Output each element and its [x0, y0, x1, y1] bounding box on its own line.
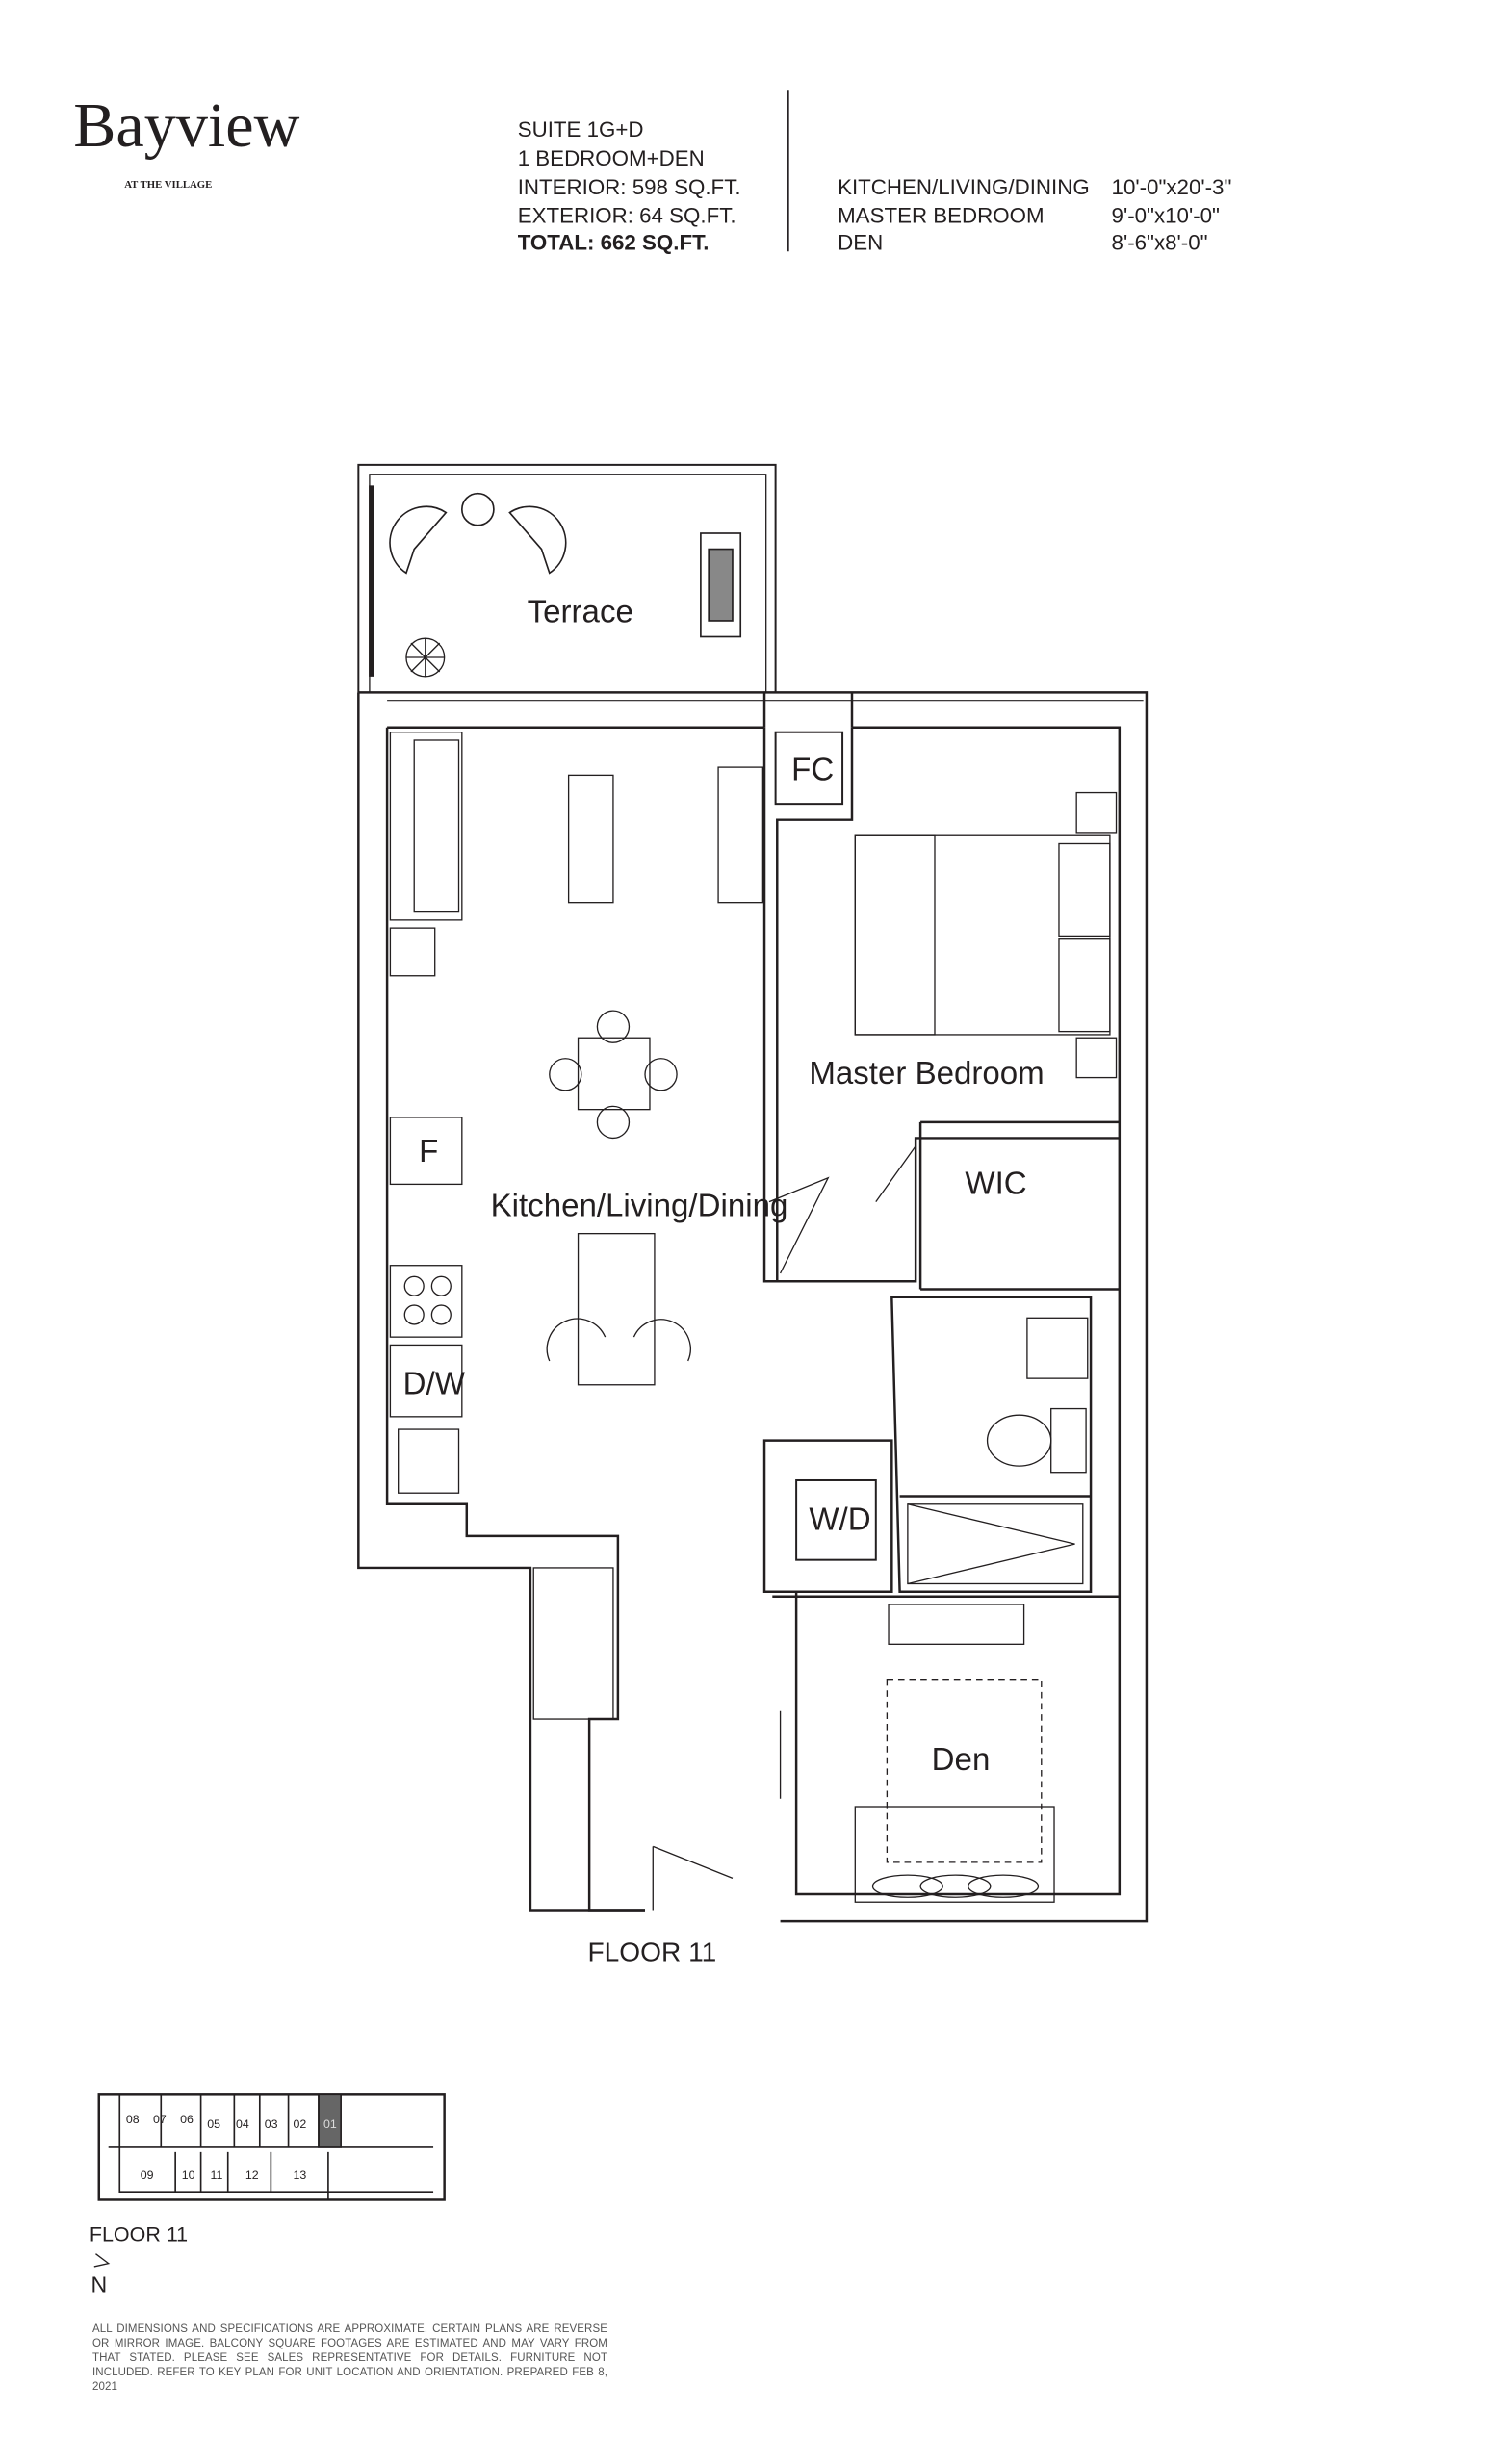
label-dishwasher: D/W: [403, 1367, 466, 1402]
suite-total: TOTAL: 662 SQ.FT.: [518, 231, 710, 255]
header: Bayview AT THE VILLAGE SUITE 1G+D 1 BEDR…: [73, 90, 1231, 254]
unit-floor-plan: Terrace FC Master Bedroom WIC F Kitchen/…: [357, 463, 1149, 1966]
key-unit: 07: [153, 2113, 167, 2126]
room-name: KITCHEN/LIVING/DINING: [838, 175, 1090, 199]
terrace: [357, 463, 777, 693]
suite-type: 1 BEDROOM+DEN: [518, 146, 705, 170]
north-label: N: [91, 2272, 108, 2297]
label-washer-dryer: W/D: [809, 1502, 870, 1537]
room-size: 8'-6"x8'-0": [1112, 231, 1208, 255]
key-unit: 08: [126, 2113, 140, 2126]
suite-exterior: EXTERIOR: 64 SQ.FT.: [518, 204, 736, 228]
label-master-bedroom: Master Bedroom: [809, 1056, 1044, 1091]
key-unit: 12: [245, 2169, 259, 2182]
north-arrow-icon: [93, 2253, 111, 2268]
label-kitchen-living-dining: Kitchen/Living/Dining: [491, 1188, 788, 1223]
label-fridge: F: [419, 1134, 438, 1169]
key-unit: 02: [294, 2118, 307, 2131]
label-floor: FLOOR 11: [587, 1937, 716, 1966]
key-unit: 05: [207, 2118, 220, 2131]
room-name: DEN: [838, 231, 883, 255]
disclaimer: ALL DIMENSIONS AND SPECIFICATIONS ARE AP…: [92, 2323, 607, 2393]
key-unit: 03: [265, 2118, 278, 2131]
suite-name: SUITE 1G+D: [518, 117, 644, 141]
brand-tagline: AT THE VILLAGE: [124, 179, 212, 191]
key-unit: 09: [141, 2169, 154, 2182]
fixtures: [389, 731, 1118, 1911]
walls: [357, 691, 1149, 1923]
label-den: Den: [932, 1742, 991, 1778]
room-size: 10'-0"x20'-3": [1112, 175, 1232, 199]
brand-logo: Bayview: [73, 90, 299, 161]
key-plan-floor: FLOOR 11: [90, 2222, 188, 2246]
key-plan: 08 07 06 05 04 03 02 01 09 10 11 12 13 F…: [90, 2093, 446, 2297]
room-size: 9'-0"x10'-0": [1112, 204, 1220, 228]
key-unit-highlighted: 01: [323, 2118, 337, 2131]
key-unit: 06: [180, 2113, 194, 2126]
label-fc: FC: [791, 752, 834, 787]
label-wic: WIC: [965, 1166, 1026, 1201]
key-unit: 11: [211, 2169, 223, 2182]
room-name: MASTER BEDROOM: [838, 204, 1044, 228]
key-unit: 13: [294, 2169, 307, 2182]
label-terrace: Terrace: [528, 595, 633, 630]
key-unit: 10: [182, 2169, 195, 2182]
key-unit: 04: [236, 2118, 249, 2131]
suite-interior: INTERIOR: 598 SQ.FT.: [518, 175, 741, 199]
